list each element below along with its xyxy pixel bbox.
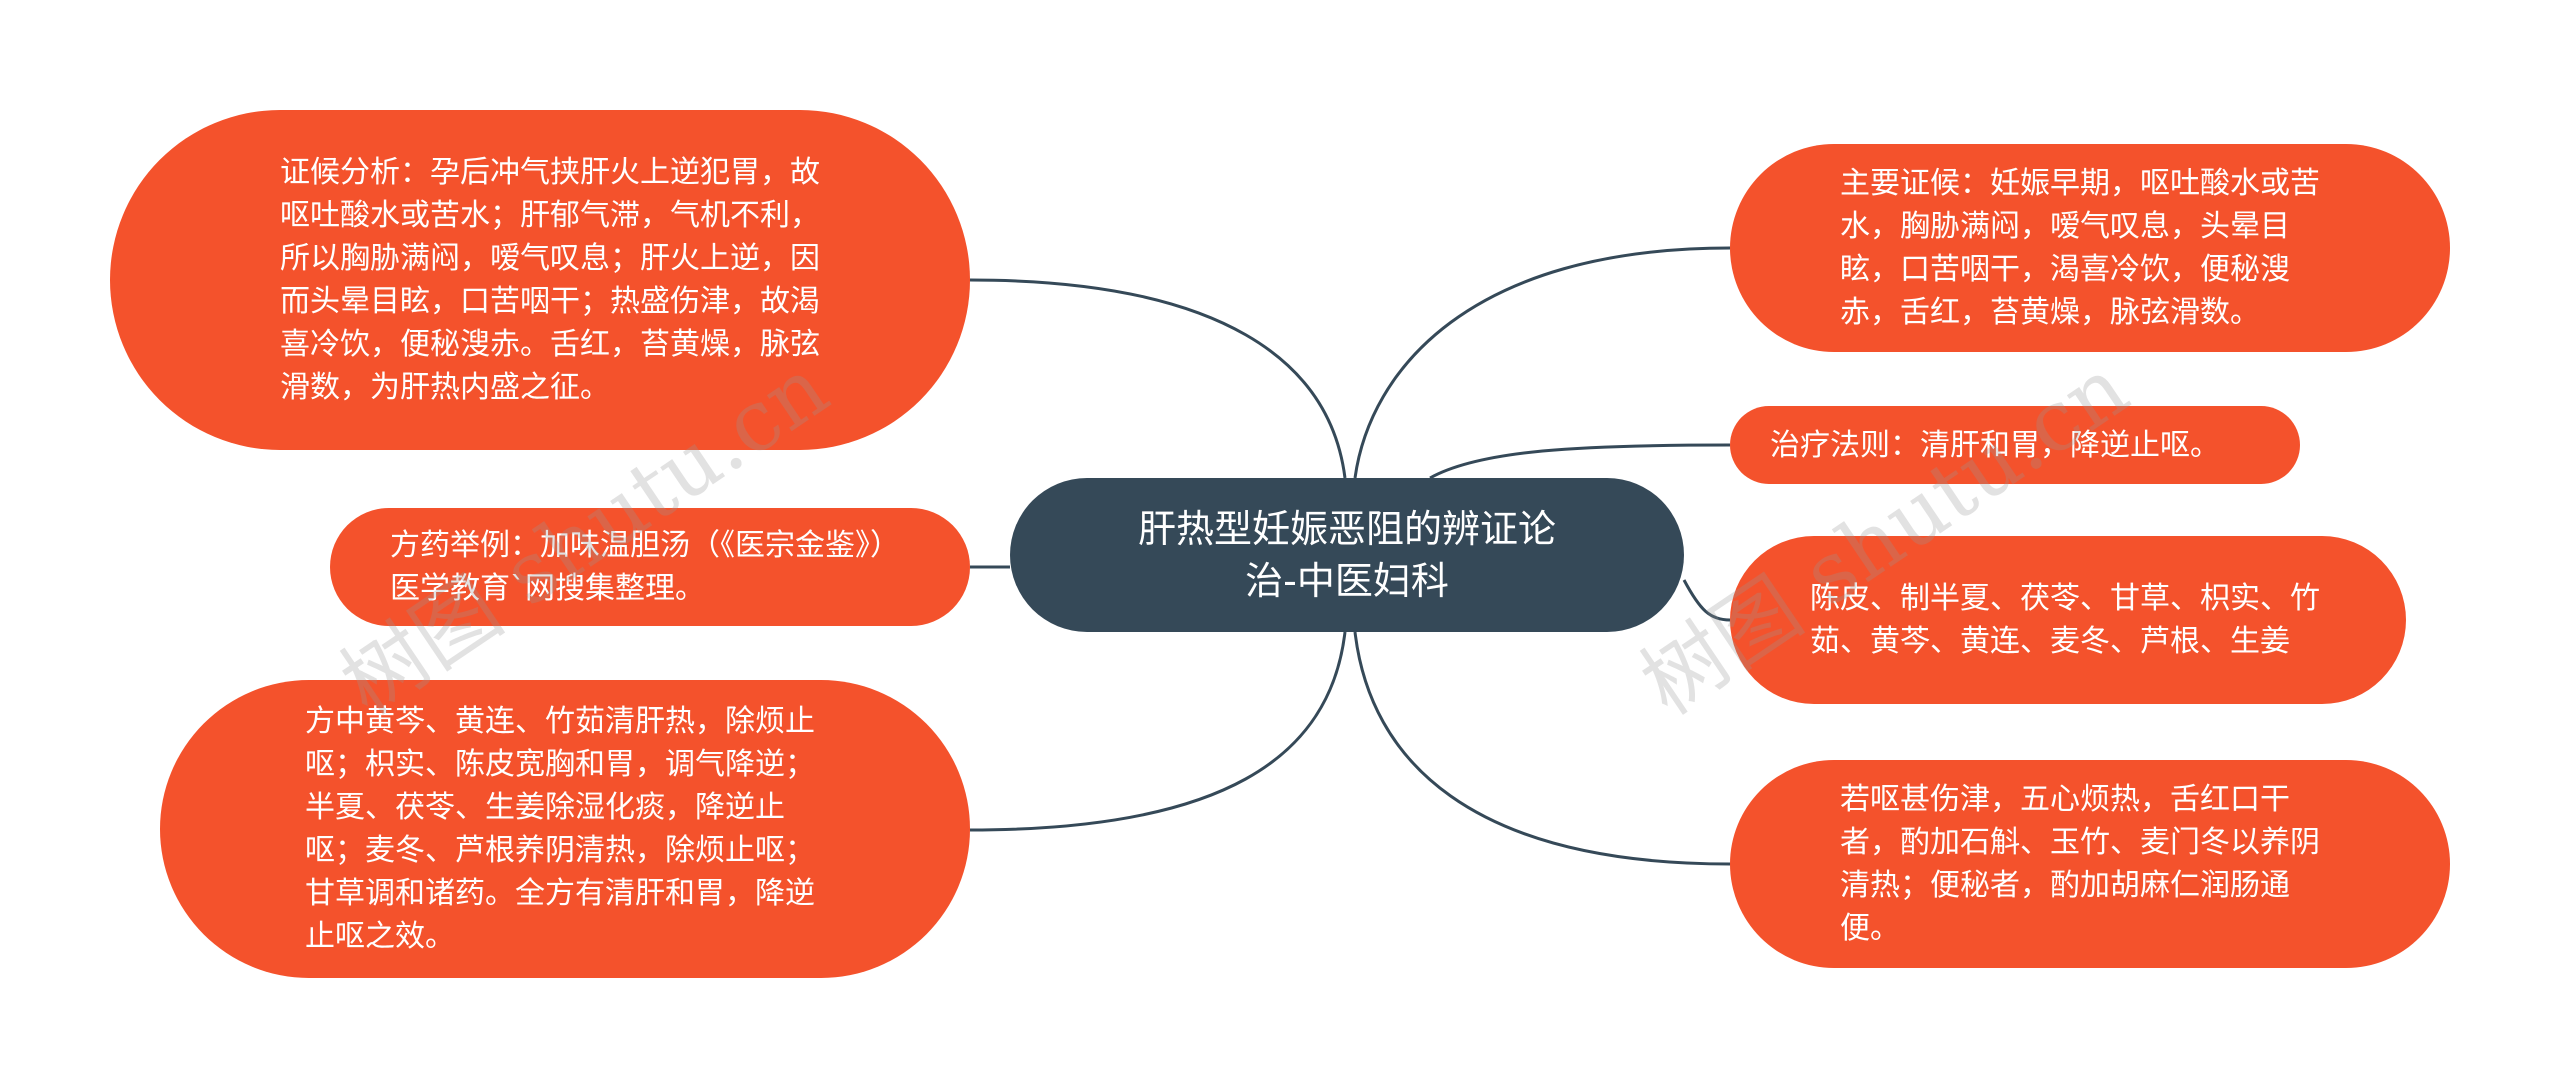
connector-analysis [969, 278, 1347, 479]
node-herb-list-text: 陈皮、制半夏、茯苓、甘草、枳实、竹茹、黄芩、黄连、麦冬、芦根、生姜 [1810, 581, 2320, 659]
center-topic-text: 肝热型妊娠恶阻的辨证论 治-中医妇科 [1070, 503, 1624, 607]
node-modifications-text: 若呕甚伤津，五心烦热，舌红口干者，酌加石斛、玉竹、麦门冬以养阴清热；便秘者，酌加… [1840, 782, 2320, 946]
node-herb-list[interactable]: 陈皮、制半夏、茯苓、甘草、枳实、竹茹、黄芩、黄连、麦冬、芦根、生姜 [1730, 536, 2406, 704]
node-prescription-explanation-text: 方中黄芩、黄连、竹茹清肝热，除烦止呕；枳实、陈皮宽胸和胃，调气降逆；半夏、茯苓、… [305, 704, 815, 954]
center-title-line1: 肝热型妊娠恶阻的辨证论 [1137, 507, 1556, 551]
node-treatment-principle[interactable]: 治疗法则：清肝和胃，降逆止呕。 [1730, 406, 2300, 484]
center-topic[interactable]: 肝热型妊娠恶阻的辨证论 治-中医妇科 [1010, 478, 1684, 632]
connector-explain [969, 631, 1347, 832]
connector-herbs [1682, 579, 1731, 622]
node-prescription-example-text: 方药举例：加味温胆汤（《医宗金鉴》）医学教育`网搜集整理。 [390, 528, 900, 606]
node-main-symptoms[interactable]: 主要证候：妊娠早期，呕吐酸水或苦水，胸胁满闷，嗳气叹息，头晕目眩，口苦咽干，渴喜… [1730, 144, 2450, 352]
node-syndrome-analysis[interactable]: 证候分析：孕后冲气挟肝火上逆犯胃，故呕吐酸水或苦水；肝郁气滞，气机不利，所以胸胁… [110, 110, 970, 450]
node-modifications[interactable]: 若呕甚伤津，五心烦热，舌红口干者，酌加石斛、玉竹、麦门冬以养阴清热；便秘者，酌加… [1730, 760, 2450, 968]
connector-principle [1429, 443, 1731, 480]
connector-addition [1353, 631, 1731, 866]
center-title-line2: 治-中医妇科 [1245, 559, 1449, 603]
connector-symptoms [1353, 246, 1731, 479]
node-syndrome-analysis-text: 证候分析：孕后冲气挟肝火上逆犯胃，故呕吐酸水或苦水；肝郁气滞，气机不利，所以胸胁… [280, 155, 820, 405]
node-treatment-principle-text: 治疗法则：清肝和胃，降逆止呕。 [1770, 427, 2220, 463]
node-prescription-explanation[interactable]: 方中黄芩、黄连、竹茹清肝热，除烦止呕；枳实、陈皮宽胸和胃，调气降逆；半夏、茯苓、… [160, 680, 970, 978]
node-prescription-example[interactable]: 方药举例：加味温胆汤（《医宗金鉴》）医学教育`网搜集整理。 [330, 508, 970, 626]
node-main-symptoms-text: 主要证候：妊娠早期，呕吐酸水或苦水，胸胁满闷，嗳气叹息，头晕目眩，口苦咽干，渴喜… [1840, 166, 2320, 330]
